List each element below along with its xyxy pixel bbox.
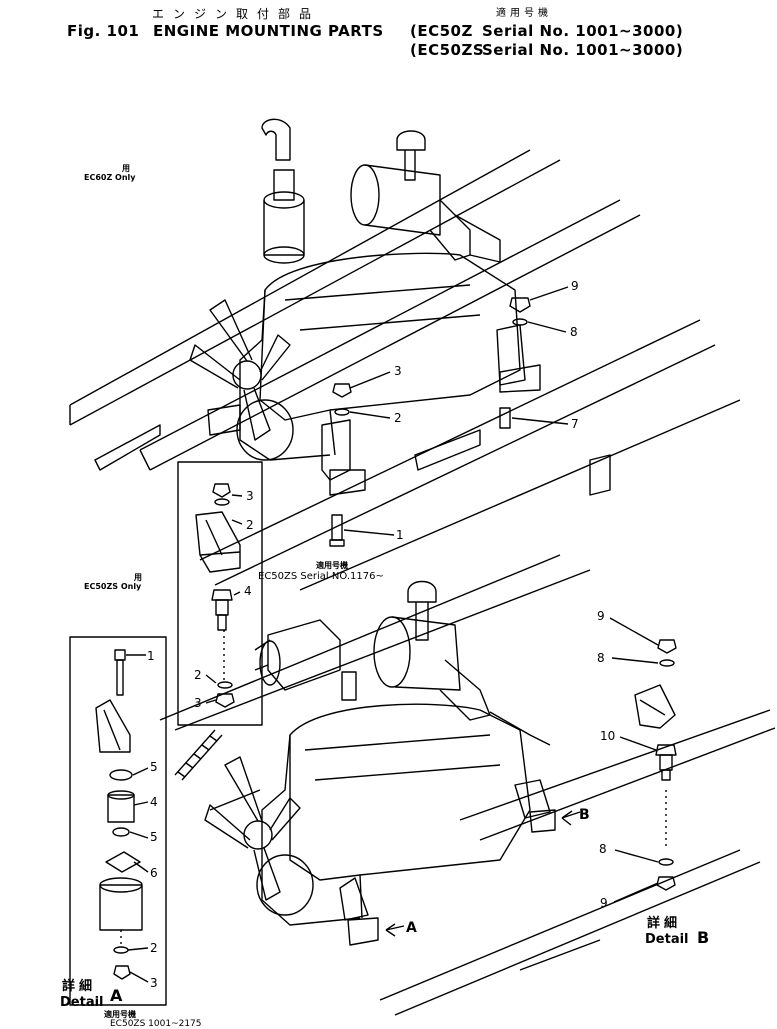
ec50zs-detail-box [177, 461, 263, 726]
serial-ec50z: Serial No. 1001~3000) [482, 22, 684, 40]
bottom-engine-block [261, 703, 531, 926]
bottom-frame-rails [159, 554, 776, 1016]
page-title: ENGINE MOUNTING PARTS [153, 22, 384, 40]
serial-note: EC50ZS Serial NO.1176~ [258, 571, 384, 582]
callout-b-8-upper: 8 [597, 651, 605, 665]
top-engine-block [239, 252, 521, 461]
callout-2-box: 2 [246, 518, 254, 532]
callout-a-5-lower: 5 [150, 830, 158, 844]
callout-a-4: 4 [150, 795, 158, 809]
arrow-label-b: B [579, 807, 590, 823]
detail-a-letter: A [110, 986, 123, 1005]
ec50zs-only-note: EC50ZS Only [84, 582, 142, 591]
callout-a-3: 3 [150, 976, 158, 990]
serial-ec50zs: Serial No. 1001~3000) [482, 41, 684, 59]
detail-b-letter: B [697, 928, 710, 947]
bottom-muffler-and-air-cleaner [254, 580, 551, 746]
figure-number: Fig. 101 [67, 22, 140, 40]
detail-a-box [69, 636, 167, 1006]
callout-a-1: 1 [147, 649, 155, 663]
detail-b-jp: 詳細 [647, 916, 682, 931]
top-mount-brackets [207, 297, 541, 547]
callout-3-box: 3 [246, 489, 254, 503]
arrow-label-a: A [406, 920, 417, 936]
callout-2-top: 2 [394, 411, 402, 425]
callout-7: 7 [571, 417, 579, 431]
jp-title: エンジン取付部品 [152, 7, 321, 21]
callout-4-box: 4 [244, 584, 252, 598]
ec50zs-detail-parts [195, 483, 243, 708]
callout-b-8-lower: 8 [599, 842, 607, 856]
ec60z-only-note: EC60Z Only [84, 173, 136, 182]
callout-8-top: 8 [570, 325, 578, 339]
serial-note-jp: 適用号機 [316, 561, 348, 570]
callout-b-9-lower: 9 [600, 896, 608, 910]
detail-a-parts [95, 649, 149, 983]
top-leaders [343, 286, 569, 536]
callout-1-top: 1 [396, 528, 404, 542]
callout-3-top: 3 [394, 364, 402, 378]
detail-a-jp: 詳細 [62, 979, 97, 994]
applicable-jp: 適用号機 [496, 8, 552, 19]
callout-b-10: 10 [600, 729, 616, 743]
bottom-fan [204, 756, 314, 916]
top-fan [189, 299, 294, 461]
model-ec50zs: (EC50ZS [410, 41, 485, 59]
detail-a-label: Detail [60, 995, 104, 1010]
ec60z-jp: 用 [122, 164, 130, 173]
callout-3-box-lower: 3 [194, 696, 202, 710]
top-frame-rails [69, 149, 741, 591]
callout-a-6: 6 [150, 866, 158, 880]
callout-2-box-lower: 2 [194, 668, 202, 682]
detail-b-label: Detail [645, 932, 689, 947]
ec50zs-jp: 用 [134, 573, 142, 582]
callout-a-5-upper: 5 [150, 760, 158, 774]
callout-b-9-upper: 9 [597, 609, 605, 623]
model-ec50z: (EC50Z [410, 22, 473, 40]
bottom-note-jp: 適用号機 [104, 1010, 136, 1019]
top-air-cleaner [350, 130, 501, 263]
bottom-mount-brackets [174, 729, 581, 946]
callout-a-2: 2 [150, 941, 158, 955]
detail-b-parts [609, 617, 677, 903]
callout-9-top: 9 [571, 279, 579, 293]
top-exhaust-and-muffler [261, 118, 305, 264]
